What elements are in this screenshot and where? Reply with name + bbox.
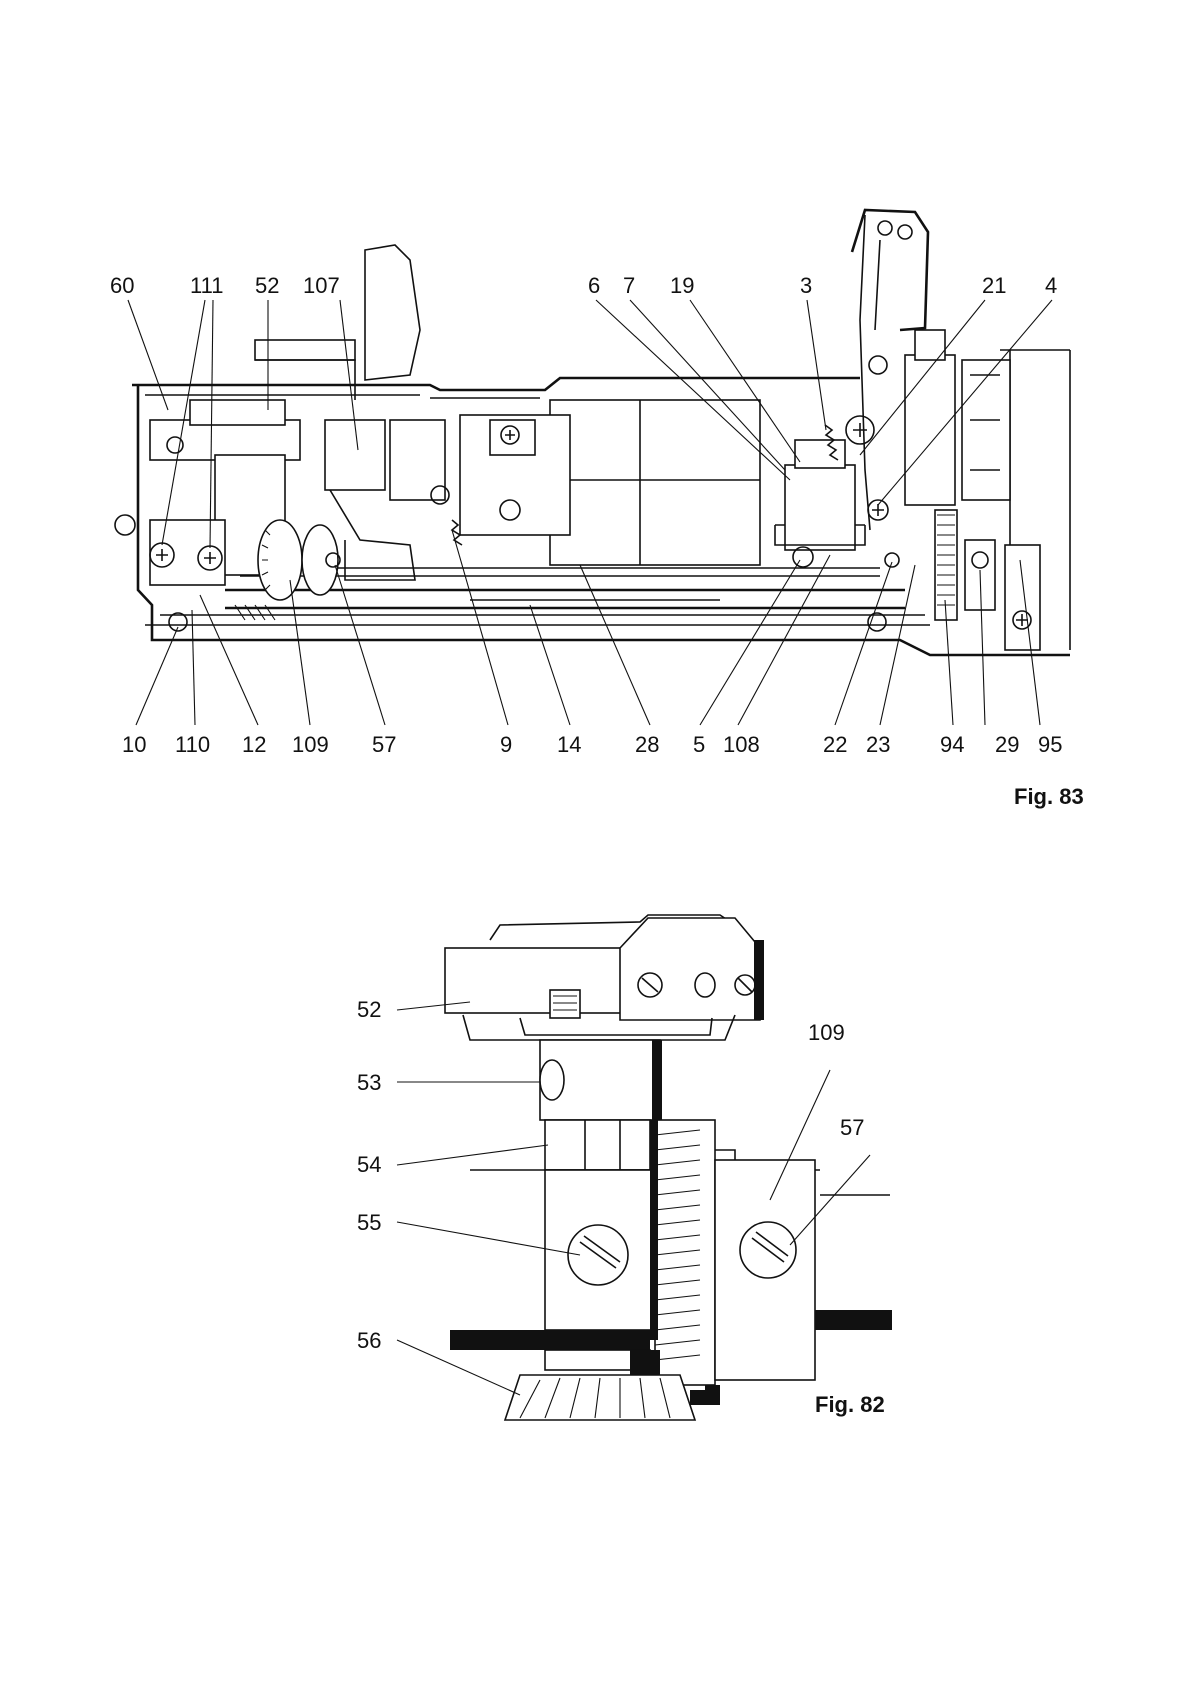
label-9: 9 [500,732,512,757]
label-5: 5 [693,732,705,757]
label-3: 3 [800,273,812,298]
label-10: 10 [122,732,146,757]
gear-assembly-detail [445,915,892,1420]
label-56: 56 [357,1328,381,1353]
label-53: 53 [357,1070,381,1095]
label-22: 22 [823,732,847,757]
label-6: 6 [588,273,600,298]
label-28: 28 [635,732,659,757]
label-110: 110 [175,732,210,757]
right-part-labels: 109 57 [808,1020,864,1140]
label-95: 95 [1038,732,1062,757]
figure-83: 60 111 52 107 6 7 19 3 21 4 10 110 12 10… [110,210,1084,809]
figure-82-caption: Fig. 82 [815,1392,885,1417]
label-109: 109 [808,1020,845,1045]
label-60: 60 [110,273,134,298]
label-57: 57 [372,732,396,757]
label-23: 23 [866,732,890,757]
label-111: 111 [190,273,223,298]
label-94: 94 [940,732,964,757]
label-21: 21 [982,273,1006,298]
figure-82: 52 53 54 55 56 109 57 Fig. 82 [357,915,892,1420]
label-52: 52 [357,997,381,1022]
label-12: 12 [242,732,266,757]
label-57: 57 [840,1115,864,1140]
label-54: 54 [357,1152,381,1177]
label-14: 14 [557,732,581,757]
label-55: 55 [357,1210,381,1235]
top-part-labels: 60 111 52 107 6 7 19 3 21 4 [110,273,1057,298]
label-19: 19 [670,273,694,298]
label-7: 7 [623,273,635,298]
label-109: 109 [292,732,329,757]
bottom-part-labels: 10 110 12 109 57 9 14 28 5 108 22 23 94 … [122,732,1062,757]
label-4: 4 [1045,273,1057,298]
label-52: 52 [255,273,279,298]
left-part-labels: 52 53 54 55 56 [357,997,381,1353]
figure-83-caption: Fig. 83 [1014,784,1084,809]
label-107: 107 [303,273,340,298]
label-29: 29 [995,732,1019,757]
label-108: 108 [723,732,760,757]
